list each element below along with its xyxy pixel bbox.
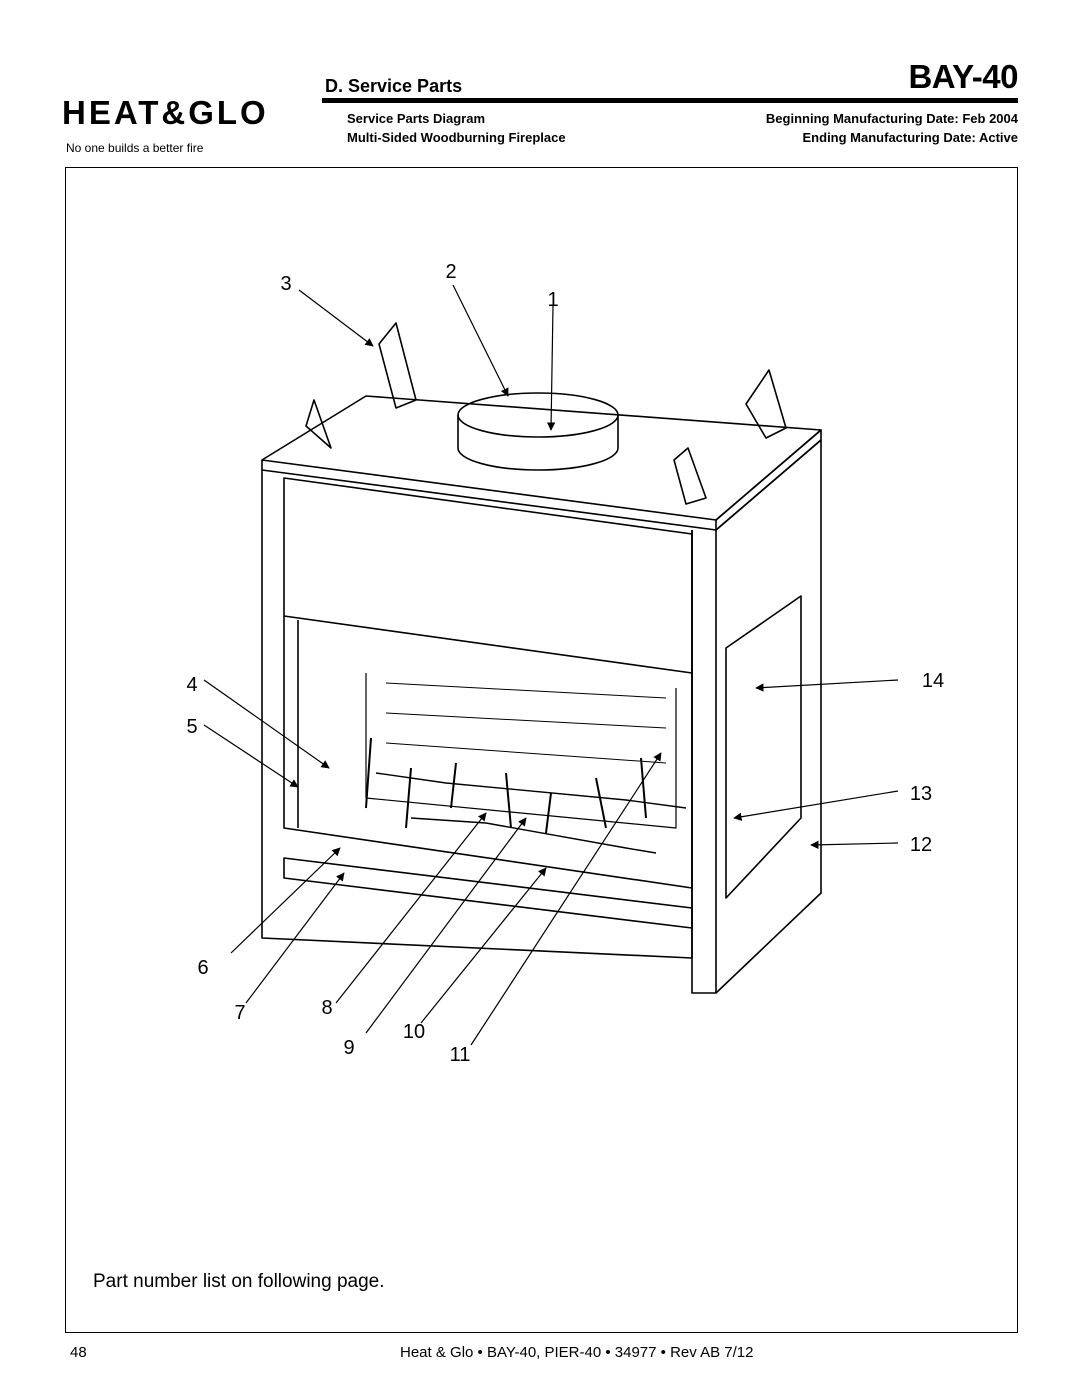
callout-3: 3 bbox=[280, 273, 291, 295]
callout-labels: 1 2 3 4 5 6 7 8 9 10 11 12 13 14 bbox=[186, 261, 944, 1066]
callout-5: 5 bbox=[186, 716, 197, 738]
beginning-date-label: Beginning Manufacturing Date: Feb 2004 bbox=[765, 111, 1018, 126]
callout-12: 12 bbox=[910, 834, 932, 856]
section-title: D. Service Parts bbox=[325, 76, 463, 96]
callout-1: 1 bbox=[547, 289, 558, 311]
callout-4: 4 bbox=[186, 674, 197, 696]
diagram-frame bbox=[65, 167, 1018, 1333]
footer-doc-info: Heat & Glo • BAY-40, PIER-40 • 34977 • R… bbox=[400, 1344, 754, 1361]
fireplace-diagram: 1 2 3 4 5 6 7 8 9 10 11 12 13 14 bbox=[186, 261, 944, 1066]
header-rule bbox=[322, 98, 1018, 103]
callout-2: 2 bbox=[445, 261, 456, 283]
footnote: Part number list on following page. bbox=[93, 1271, 385, 1292]
fireplace-body bbox=[261, 322, 822, 994]
brand-logo: HEAT&GLO bbox=[62, 94, 269, 131]
callout-10: 10 bbox=[403, 1021, 425, 1043]
ending-date-label: Ending Manufacturing Date: Active bbox=[802, 130, 1018, 145]
callout-6: 6 bbox=[197, 957, 208, 979]
callout-11: 11 bbox=[450, 1044, 471, 1066]
diagram-type-label: Service Parts Diagram bbox=[347, 111, 486, 126]
brand-tagline: No one builds a better fire bbox=[66, 141, 204, 155]
callout-14: 14 bbox=[922, 670, 944, 692]
callout-9: 9 bbox=[343, 1037, 354, 1059]
callout-leaders bbox=[203, 284, 899, 1046]
product-type-label: Multi-Sided Woodburning Fireplace bbox=[347, 130, 566, 145]
page-number: 48 bbox=[70, 1344, 87, 1361]
model-code: BAY-40 bbox=[908, 58, 1018, 95]
callout-13: 13 bbox=[910, 783, 932, 805]
callout-8: 8 bbox=[321, 997, 332, 1019]
callout-7: 7 bbox=[234, 1002, 245, 1024]
